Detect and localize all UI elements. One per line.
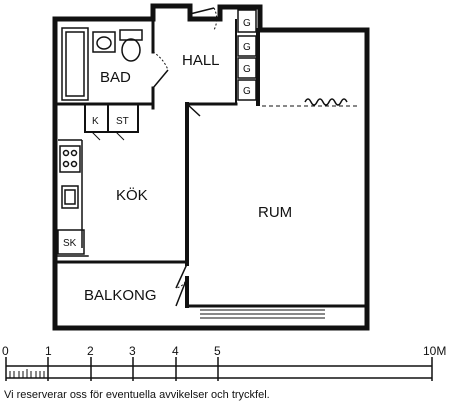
scale-tick-label: 4	[172, 344, 179, 358]
radiator	[304, 98, 348, 106]
wardrobe-label-g: G	[243, 42, 251, 53]
bathroom-fixtures	[61, 27, 143, 101]
room-label-sk: SK	[63, 238, 77, 249]
room-label-balkong: BALKONG	[84, 287, 157, 304]
wardrobe-label-g: G	[243, 64, 251, 75]
windows	[200, 98, 360, 319]
walls	[52, 3, 370, 331]
room-label-hall: HALL	[182, 52, 220, 69]
room-label-kok: KÖK	[116, 186, 148, 204]
toilet	[119, 29, 143, 41]
disclaimer-text: Vi reserverar oss för eventuella avvikel…	[4, 389, 270, 401]
scale-labels: 0 1 2 3 4 5 10M	[2, 344, 446, 358]
room-label-st: ST	[116, 116, 129, 127]
scale-tick-label: 2	[87, 344, 94, 358]
wardrobe-label-g: G	[243, 18, 251, 29]
scale-bar	[5, 357, 433, 381]
room-labels: BAD HALL KÖK RUM BALKONG K ST SK G G G G	[63, 18, 292, 304]
scale-tick-label: 10M	[423, 344, 446, 358]
scale-tick-label: 0	[2, 344, 9, 358]
room-label-bad: BAD	[100, 69, 131, 86]
sk-cabinet	[57, 229, 85, 255]
room-label-rum: RUM	[258, 204, 292, 221]
bathtub	[61, 27, 89, 101]
wardrobes	[237, 9, 257, 101]
wardrobe-label-g: G	[243, 86, 251, 97]
scale-tick-label: 5	[214, 344, 221, 358]
kitchen-sink	[61, 185, 79, 209]
stove	[59, 145, 81, 173]
outer-wall	[52, 3, 370, 331]
room-label-k: K	[92, 116, 99, 127]
scale-tick-label: 3	[129, 344, 136, 358]
scale-tick-label: 1	[45, 344, 52, 358]
doors	[91, 7, 218, 307]
sink	[92, 31, 116, 53]
kitchen-fixtures	[57, 139, 85, 255]
